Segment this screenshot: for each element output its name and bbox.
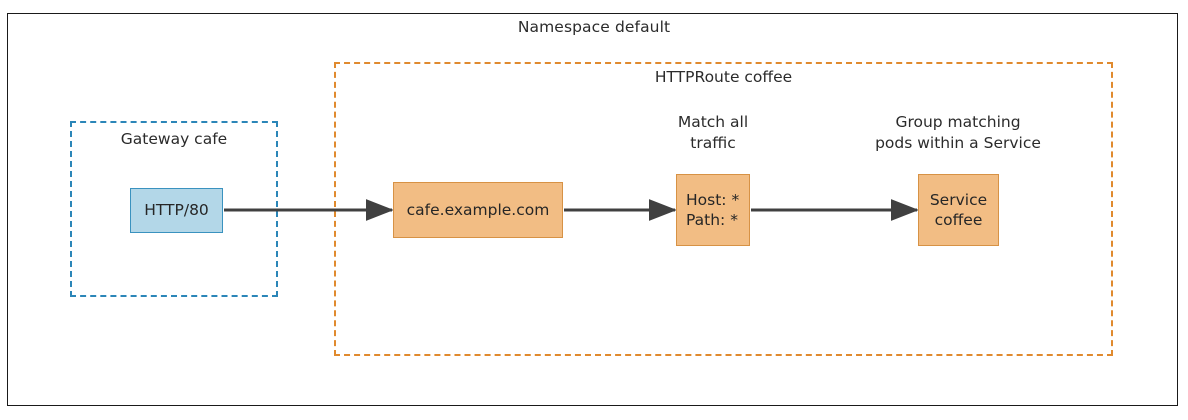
match-caption-line2: traffic <box>690 133 736 152</box>
hostname-label: cafe.example.com <box>406 200 550 219</box>
match-caption: Match all traffic <box>633 112 793 154</box>
backend-service-lines: Service coffee <box>930 190 987 231</box>
backend-service-name: coffee <box>934 211 983 229</box>
backend-caption: Group matching pods within a Service <box>858 112 1058 154</box>
gateway-label: Gateway cafe <box>120 130 228 148</box>
match-rule-node[interactable]: Host: * Path: * <box>676 174 750 246</box>
match-caption-line1: Match all <box>677 113 749 131</box>
match-rule-host: Host: * <box>686 190 740 209</box>
match-rule-lines: Host: * Path: * <box>686 190 739 231</box>
backend-caption-line2: pods within a Service <box>875 133 1041 152</box>
gateway-listener-label: HTTP/80 <box>144 201 209 220</box>
backend-caption-line1: Group matching <box>895 113 1021 131</box>
backend-service-node[interactable]: Service coffee <box>918 174 999 246</box>
namespace-label: Namespace default <box>517 18 671 36</box>
httproute-label: HTTPRoute coffee <box>654 68 793 86</box>
match-rule-path: Path: * <box>686 211 738 229</box>
gateway-listener-node[interactable]: HTTP/80 <box>130 188 223 233</box>
hostname-node[interactable]: cafe.example.com <box>393 182 563 238</box>
backend-service-kind: Service <box>929 190 988 209</box>
